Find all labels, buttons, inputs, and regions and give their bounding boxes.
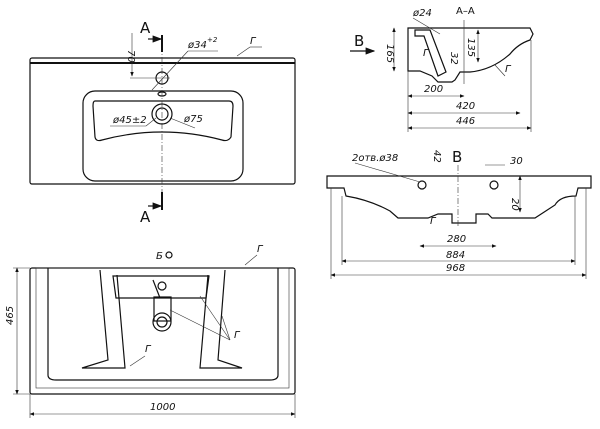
basin-outline	[82, 90, 244, 182]
section-inner-wall	[414, 29, 447, 77]
dim-135: 135	[465, 38, 476, 57]
tap-hole-left	[417, 180, 427, 190]
bottom-inner-outline	[35, 267, 290, 389]
dim-280: 280	[447, 234, 466, 245]
bottom-drain-inner	[156, 316, 168, 328]
leader-g-front: Г	[430, 216, 437, 227]
dia-75-label: ø75	[183, 114, 203, 125]
basin-bowl	[92, 100, 234, 142]
dim-42: 42	[431, 150, 442, 163]
leader-g-top: Г	[250, 36, 257, 47]
leader-g-section-1: Г	[423, 48, 430, 59]
leg-right	[199, 269, 243, 369]
bottom-bracket	[112, 275, 210, 299]
leader-g-section-2: Г	[505, 64, 512, 75]
section-profile	[407, 27, 534, 83]
leader-g-bottom-3: Г	[145, 344, 152, 355]
dim-20: 20	[509, 198, 520, 211]
view-mark-b-bottom: Б	[156, 251, 163, 262]
section-title: A–A	[456, 6, 475, 17]
dim-465: 465	[5, 306, 16, 325]
view-mark-b-front: B	[452, 148, 462, 166]
leader-g-bottom-2: Г	[234, 330, 241, 341]
bottom-rim	[47, 268, 279, 381]
dia-34-tolerance: +2	[207, 36, 218, 44]
drain-pipe	[153, 296, 172, 322]
leg-left	[81, 269, 126, 369]
countertop-outline	[29, 57, 296, 185]
dim-420: 420	[456, 101, 475, 112]
bottom-overflow	[157, 281, 167, 291]
top-view: A A 70 ø34 +2 Г ø45±2 ø75	[29, 19, 296, 226]
holes-label: 2отв.ø38	[352, 153, 398, 164]
front-profile	[326, 175, 592, 224]
bottom-drain-outer	[152, 312, 172, 332]
dim-30: 30	[510, 156, 523, 167]
view-mark-b: B	[354, 32, 364, 50]
section-mark-top: A	[140, 19, 151, 37]
leader-g-bottom-1: Г	[257, 244, 264, 255]
dim-165: 165	[384, 44, 395, 63]
bottom-view: Б Г Г Г 465 1000	[5, 244, 296, 418]
front-view: B 2отв.ø38 42 30 20 Г 280 884 968	[326, 148, 592, 279]
section-mark-bottom: A	[140, 208, 151, 226]
dim-968: 968	[446, 263, 465, 274]
dim-200: 200	[424, 84, 443, 95]
dim-32: 32	[448, 52, 459, 65]
tap-hole-right	[489, 180, 499, 190]
dim-70: 70	[125, 50, 136, 63]
dim-1000: 1000	[150, 402, 175, 413]
dia-34-label: ø34	[187, 40, 207, 51]
section-view: A–A B 165 135 32 200 420 446 ø24 Г Г	[350, 6, 534, 132]
dim-446: 446	[456, 116, 475, 127]
dia-45-label: ø45±2	[112, 115, 147, 126]
dia-24-label: ø24	[412, 8, 432, 19]
dim-884: 884	[446, 250, 465, 261]
